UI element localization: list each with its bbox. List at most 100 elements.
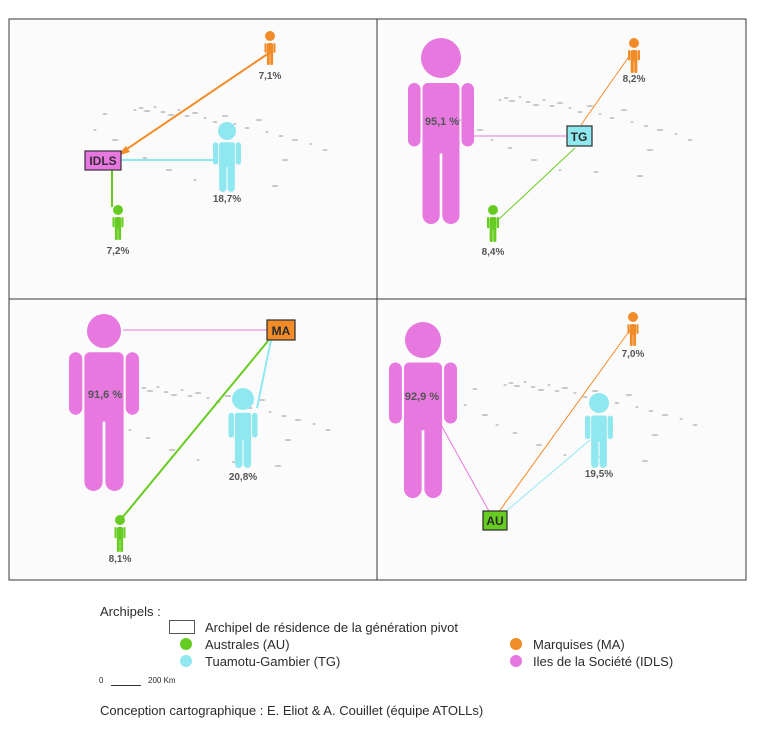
island-speck bbox=[177, 109, 181, 111]
person-figure-ma-tg bbox=[228, 388, 258, 468]
island-speck bbox=[153, 106, 157, 108]
person-figure-idls-tg bbox=[213, 122, 241, 192]
island-speck bbox=[530, 159, 538, 161]
legend-pivot-box-icon bbox=[169, 620, 195, 634]
island-speck bbox=[163, 391, 169, 393]
pivot-code-tg: TG bbox=[571, 130, 588, 144]
island-speck bbox=[143, 110, 151, 112]
island-speck bbox=[577, 111, 583, 113]
line-tg-ma bbox=[580, 54, 631, 126]
island-speck bbox=[294, 419, 302, 421]
value-label-tg-ma: 8,2% bbox=[623, 74, 646, 85]
value-label-idls-au: 7,2% bbox=[107, 246, 130, 257]
island-speck bbox=[641, 460, 649, 462]
island-speck bbox=[495, 424, 499, 426]
legend-pivot-label: Archipel de résidence de la génération p… bbox=[205, 620, 458, 635]
credit-text: Conception cartographique : E. Eliot & A… bbox=[100, 703, 484, 718]
island-speck bbox=[281, 159, 289, 161]
island-speck bbox=[312, 423, 316, 425]
person-figure-tg-au bbox=[487, 205, 499, 242]
island-speck bbox=[160, 111, 166, 113]
island-speck bbox=[156, 386, 160, 388]
line-ma-au bbox=[121, 340, 269, 519]
island-speck bbox=[512, 432, 518, 434]
pivot-box-idls bbox=[84, 150, 122, 171]
island-map-background bbox=[93, 96, 698, 467]
island-speck bbox=[537, 389, 545, 391]
island-speck bbox=[128, 429, 132, 431]
island-speck bbox=[530, 386, 536, 388]
island-speck bbox=[93, 129, 97, 131]
island-speck bbox=[503, 384, 507, 386]
island-speck bbox=[558, 169, 562, 171]
island-speck bbox=[674, 133, 678, 135]
legend-dot-au bbox=[180, 638, 192, 650]
island-speck bbox=[542, 99, 546, 101]
island-speck bbox=[271, 185, 279, 187]
value-label-idls-tg: 18,7% bbox=[213, 194, 241, 205]
island-speck bbox=[481, 414, 489, 416]
island-speck bbox=[593, 171, 599, 173]
island-speck bbox=[518, 96, 522, 98]
island-speck bbox=[102, 113, 108, 115]
pivot-box-ma bbox=[266, 319, 296, 341]
island-speck bbox=[180, 389, 184, 391]
island-speck bbox=[508, 100, 516, 102]
island-speck bbox=[258, 399, 266, 401]
island-speck bbox=[322, 149, 328, 151]
person-figure-idls-au bbox=[112, 205, 124, 240]
island-speck bbox=[614, 402, 620, 404]
island-speck bbox=[255, 119, 263, 121]
person-figure-tg-idls bbox=[408, 38, 474, 224]
island-speck bbox=[233, 123, 237, 125]
island-speck bbox=[194, 392, 202, 394]
legend-dot-idls bbox=[510, 655, 522, 667]
island-speck bbox=[476, 129, 484, 131]
island-speck bbox=[281, 415, 287, 417]
island-speck bbox=[184, 115, 190, 117]
island-speck bbox=[498, 99, 502, 101]
island-speck bbox=[278, 135, 284, 137]
value-labels: 7,1% 18,7% 7,2% 95,1 % 8,2% 8,4% 91,6 % … bbox=[88, 71, 646, 565]
person-figure-au-idls bbox=[389, 322, 457, 498]
island-speck bbox=[507, 147, 513, 149]
island-speck bbox=[508, 382, 514, 384]
pivot-box-tg bbox=[566, 125, 593, 147]
island-speck bbox=[167, 114, 175, 116]
island-speck bbox=[284, 439, 292, 441]
line-au-idls bbox=[439, 422, 491, 514]
scale-bar bbox=[111, 685, 141, 686]
island-speck bbox=[561, 387, 569, 389]
island-speck bbox=[274, 465, 282, 467]
value-label-au-tg: 19,5% bbox=[585, 469, 613, 480]
line-au-tg bbox=[503, 439, 591, 514]
value-label-au-ma: 7,0% bbox=[622, 349, 645, 360]
island-speck bbox=[141, 387, 147, 389]
island-speck bbox=[196, 459, 200, 461]
island-speck bbox=[138, 107, 144, 109]
island-speck bbox=[586, 105, 594, 107]
island-speck bbox=[532, 104, 540, 106]
legend-dot-tg bbox=[180, 655, 192, 667]
island-speck bbox=[221, 115, 229, 117]
island-speck bbox=[609, 117, 615, 119]
island-speck bbox=[212, 121, 218, 123]
person-figure-au-tg bbox=[585, 393, 613, 468]
value-label-idls-ma: 7,1% bbox=[259, 71, 282, 82]
value-label-au-idls: 92,9 % bbox=[405, 391, 439, 403]
island-speck bbox=[291, 139, 299, 141]
pivot-code-idls: IDLS bbox=[89, 154, 116, 168]
island-speck bbox=[656, 129, 664, 131]
pivot-boxes: IDLS TG MA AU bbox=[84, 125, 593, 531]
legend-label-au: Australes (AU) bbox=[205, 637, 290, 652]
person-figure-ma-au bbox=[114, 515, 126, 552]
person-figures bbox=[69, 31, 640, 552]
island-speck bbox=[643, 125, 649, 127]
island-speck bbox=[636, 175, 644, 177]
island-speck bbox=[206, 397, 210, 399]
island-speck bbox=[635, 406, 639, 408]
island-speck bbox=[325, 429, 331, 431]
island-speck bbox=[620, 109, 628, 111]
value-label-tg-idls: 95,1 % bbox=[425, 116, 459, 128]
island-speck bbox=[165, 169, 173, 171]
